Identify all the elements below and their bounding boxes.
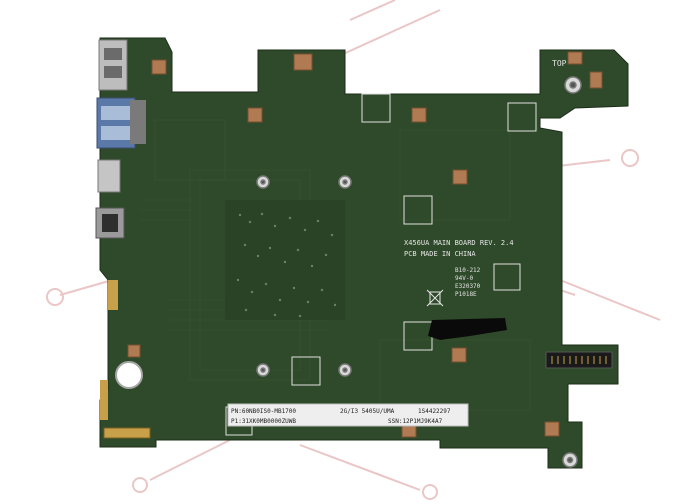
- sticker-serial: 1S4422297: [418, 408, 451, 415]
- marking-4: P1018E: [455, 291, 477, 298]
- sticker-ssn: SSN:12P1MJ9K4A7: [388, 418, 443, 425]
- label-sticker: [227, 403, 469, 427]
- usb-port-mid: [97, 159, 121, 193]
- mounting-hole: [115, 361, 143, 389]
- usb3-port: [96, 97, 136, 149]
- sticker-mid: 2G/I3 5405U/UMA: [340, 408, 395, 415]
- redaction-mark: [428, 318, 507, 340]
- marking-2: 94V-0: [455, 275, 473, 282]
- via-field: [236, 212, 337, 318]
- sticker-pn: PN:60NB0IS0-MB1700: [231, 408, 296, 415]
- side-connector: [108, 280, 118, 310]
- top-label: TOP: [552, 59, 567, 68]
- cpu-area: [225, 200, 345, 320]
- marking-1: B10-212: [455, 267, 481, 274]
- left-bottom-connector: [100, 380, 108, 420]
- marking-3: E320370: [455, 283, 481, 290]
- bin-mark: [426, 289, 444, 307]
- usb-port-top: [98, 39, 128, 91]
- pcb-board: [99, 37, 629, 469]
- made-in-label: PCB MADE IN CHINA: [404, 250, 476, 258]
- screw-posts: [256, 76, 582, 468]
- sticker-p1: P1:31XK0MB0000ZUWB: [231, 418, 296, 425]
- ssd-connector: [545, 351, 613, 369]
- component-outlines: [225, 93, 537, 436]
- bottom-gold-connector: [103, 427, 151, 439]
- io-connectors: [95, 39, 146, 420]
- model-line: X456UA MAIN BOARD REV. 2.4: [404, 239, 514, 247]
- hdmi-port: [130, 100, 146, 144]
